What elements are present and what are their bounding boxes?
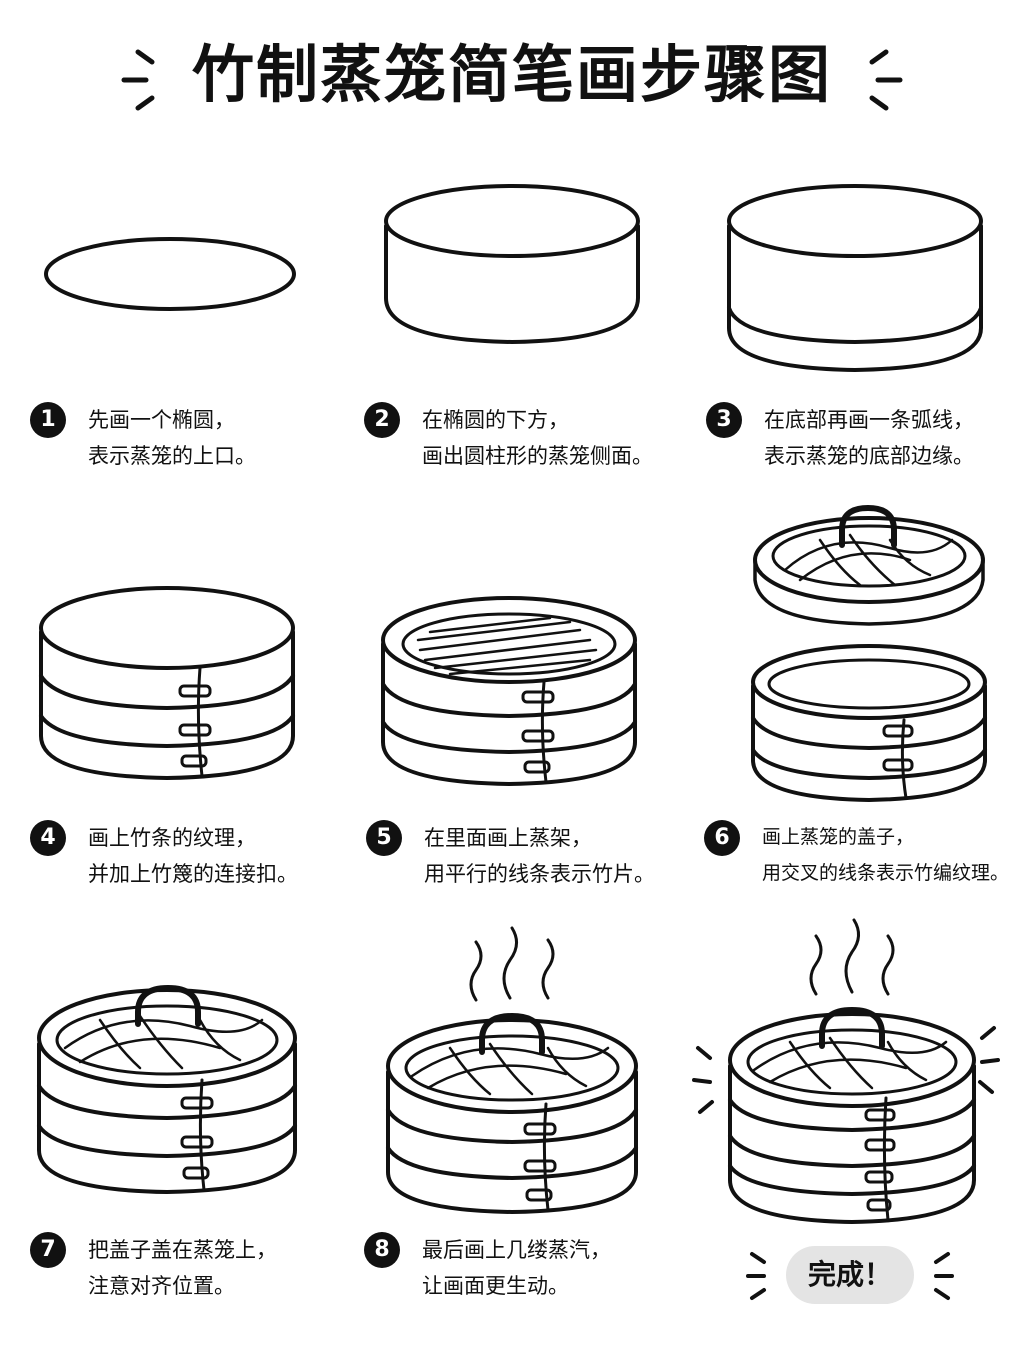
step-text-line2: 用平行的线条表示竹片。 (424, 862, 655, 886)
title-sparkle-left (121, 49, 155, 111)
step-number-badge: 5 (366, 820, 402, 856)
done-badge: 完成！ (786, 1246, 914, 1304)
step-number-badge: 1 (30, 402, 66, 438)
steam-wisps-final (809, 918, 895, 996)
step-text-line2: 表示蒸笼的上口。 (88, 444, 256, 468)
step-text-line1: 先画一个椭圆， (88, 408, 235, 432)
step-4-drawing (39, 586, 295, 780)
step-text-line2: 注意对齐位置。 (88, 1274, 235, 1298)
step-text-line2: 画出圆柱形的蒸笼侧面。 (422, 444, 653, 468)
title-sparkle-right (869, 49, 903, 111)
done-sparkle-left (746, 1252, 766, 1300)
step-text-line2: 用交叉的线条表示竹编纹理。 (762, 862, 1010, 884)
step-text-line1: 画上蒸笼的盖子， (762, 826, 915, 848)
step-text-line1: 在椭圆的下方， (422, 408, 569, 432)
steam-wisps (469, 926, 555, 1002)
step-text-line1: 最后画上几缕蒸汽， (422, 1238, 611, 1262)
step-7-drawing (37, 985, 297, 1194)
page-title: 竹制蒸笼简笔画步骤图 (0, 30, 1024, 120)
step-text-line1: 在底部再画一条弧线， (764, 408, 974, 432)
step-6-drawing (751, 505, 987, 802)
step-text-line2: 并加上竹篾的连接扣。 (88, 862, 298, 886)
step-5-drawing (381, 596, 637, 786)
title-text: 竹制蒸笼简笔画步骤图 (191, 38, 832, 111)
step-text-line2: 表示蒸笼的底部边缘。 (764, 444, 974, 468)
step-number-badge: 7 (30, 1232, 66, 1268)
step-1-drawing (44, 237, 296, 311)
step-number-badge: 8 (364, 1232, 400, 1268)
step-number-badge: 6 (704, 820, 740, 856)
step-8-drawing (386, 926, 638, 1214)
sparkle-right (978, 1026, 1000, 1094)
step-number-badge: 3 (706, 402, 742, 438)
step-text-line1: 画上竹条的纹理， (88, 826, 256, 850)
step-2-drawing (384, 184, 640, 344)
step-number-badge: 4 (30, 820, 66, 856)
step-3-drawing (727, 184, 983, 372)
step-number-badge: 2 (364, 402, 400, 438)
sparkle-left (692, 1046, 714, 1114)
step-text-line1: 把盖子盖在蒸笼上， (88, 1238, 277, 1262)
final-drawing (692, 918, 1000, 1300)
step-text-line2: 让画面更生动。 (422, 1274, 569, 1298)
step-text-line1: 在里面画上蒸架， (424, 826, 592, 850)
done-sparkle-right (934, 1252, 954, 1300)
